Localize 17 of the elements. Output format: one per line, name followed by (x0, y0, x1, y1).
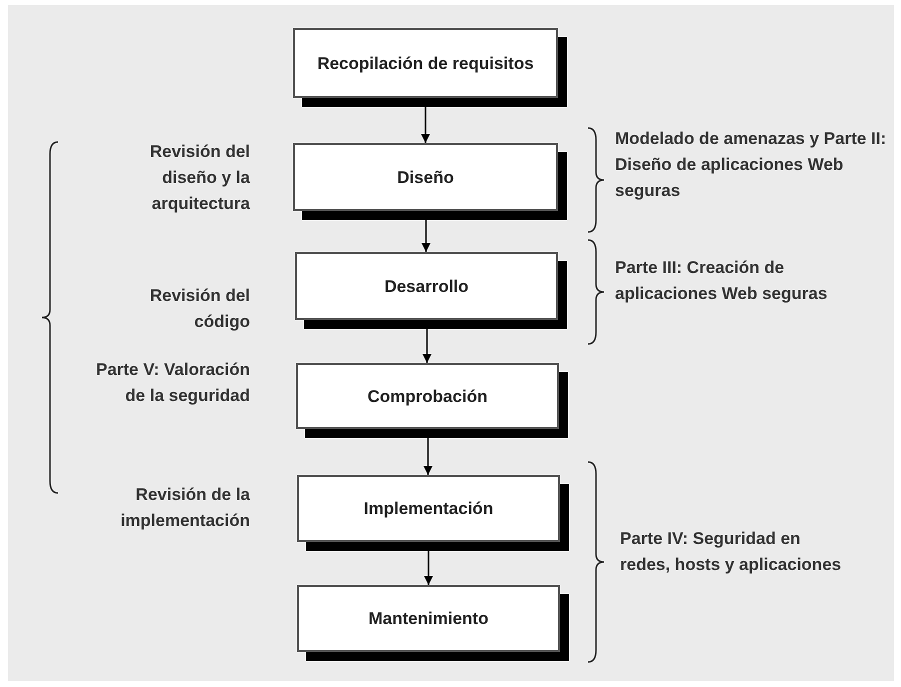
annotation-text: Parte IV: Seguridad en redes, hosts y aplicaciones (620, 528, 842, 576)
box-label: Implementación (364, 498, 494, 520)
annotation-text: Revisión del diseño y la arquitectura (148, 141, 250, 215)
annotation-text: Modelado de amenazas y Parte II: Diseño de aplicaciones Web seguras (615, 128, 888, 202)
arrow (422, 329, 432, 363)
annotation-text: Parte V: Valoración de la seguridad (94, 359, 250, 407)
arrow (424, 438, 432, 475)
annotation-text: Revisión del código (148, 285, 250, 333)
box-label: Mantenimiento (368, 608, 488, 630)
box-label: Desarrollo (384, 276, 469, 298)
arrow (422, 220, 430, 252)
annotation-text: Revisión de la implementación (120, 484, 250, 532)
annotation-text: Parte III: Creación de aplicaciones Web seguras (615, 257, 828, 305)
box-label: Comprobación (368, 386, 488, 408)
arrow (424, 551, 433, 585)
box-label: Recopilación de requisitos (317, 52, 534, 74)
box-label: Diseño (397, 166, 454, 188)
